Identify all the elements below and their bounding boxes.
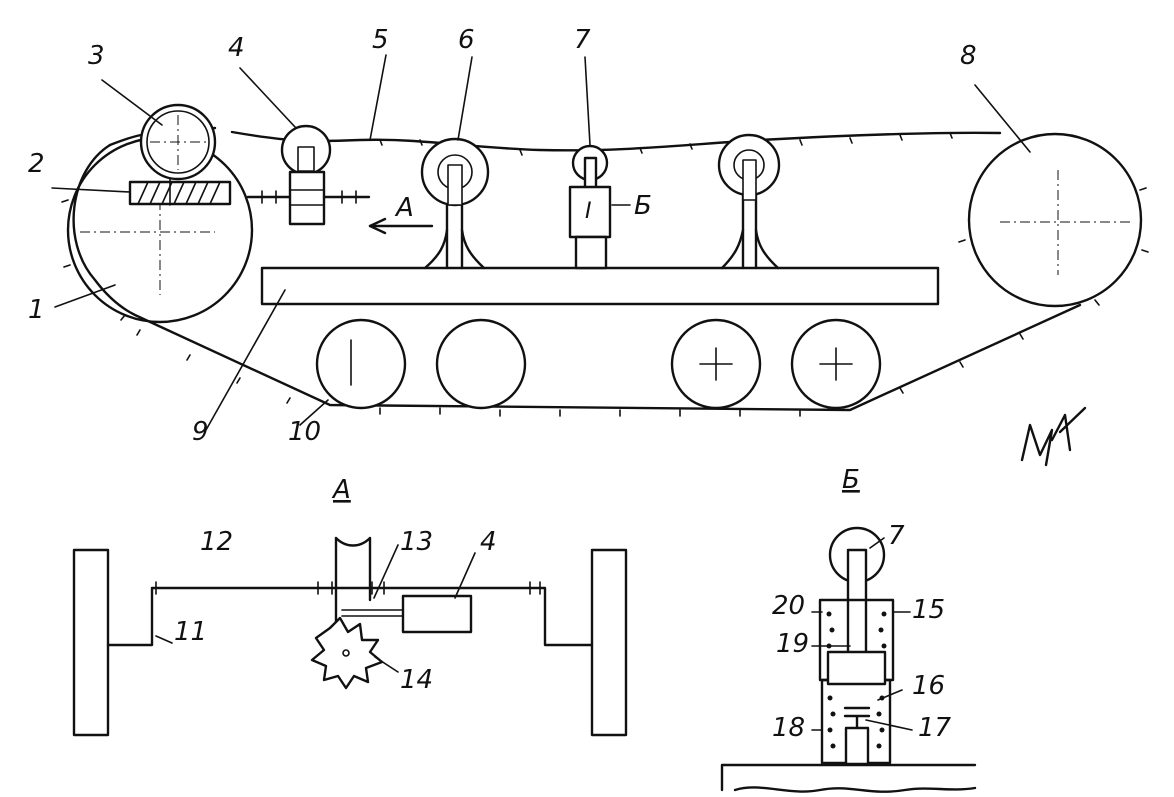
label-i-7: I <box>585 199 592 224</box>
view-a-left-wheel <box>72 548 110 737</box>
label-11: 11 <box>174 617 207 647</box>
label-14: 14 <box>400 665 433 695</box>
roller-right <box>717 133 781 270</box>
view-b-ground <box>720 763 977 793</box>
label-13: 13 <box>400 527 433 557</box>
gear-2 <box>128 180 232 206</box>
label-3: 3 <box>88 41 105 71</box>
view-b-title: Б <box>842 465 860 495</box>
label-b-arrow: Б <box>634 191 652 221</box>
view-b-piston <box>826 650 887 686</box>
main-side-view: 1 2 3 4 5 6 7 8 А Б I 9 10 <box>28 25 1149 467</box>
roller-7 <box>568 144 631 270</box>
track-teeth <box>61 132 1024 417</box>
view-a-axle-12 <box>106 586 594 647</box>
label-9: 9 <box>192 417 209 447</box>
label-8: 8 <box>960 41 977 71</box>
road-wheels <box>315 318 882 410</box>
view-a: А 11 12 13 4 14 <box>72 475 628 737</box>
label-6: 6 <box>458 25 475 55</box>
signature <box>1020 406 1087 467</box>
view-b-leaders <box>811 537 913 731</box>
roller-6 <box>420 137 490 270</box>
label-2: 2 <box>28 149 45 179</box>
label-12: 12 <box>200 527 233 557</box>
label-1: 1 <box>28 295 45 325</box>
view-a-motor-4 <box>401 594 473 634</box>
label-16: 16 <box>912 671 945 701</box>
frame-bar <box>260 266 940 306</box>
leader-lines <box>51 54 1031 431</box>
label-15: 15 <box>912 595 945 625</box>
view-a-gear-14 <box>310 616 384 690</box>
view-a-right-wheel <box>590 548 628 737</box>
view-a-leaders <box>155 544 476 673</box>
idler-wheel-8 <box>958 132 1149 308</box>
label-4b: 4 <box>480 527 497 557</box>
label-4: 4 <box>228 33 245 63</box>
label-a-arrow: А <box>394 193 414 223</box>
label-18: 18 <box>772 713 805 743</box>
view-a-title: А <box>331 475 351 505</box>
arrow-view-a <box>368 217 434 235</box>
label-20: 20 <box>772 591 805 621</box>
label-10: 10 <box>288 417 321 447</box>
label-7b: 7 <box>888 521 905 551</box>
label-17: 17 <box>918 713 952 743</box>
label-19: 19 <box>776 629 809 659</box>
view-b: Б 7 15 <box>720 465 977 793</box>
label-5: 5 <box>372 25 389 55</box>
view-b-rod <box>846 548 868 662</box>
label-7: 7 <box>574 25 591 55</box>
unit-4 <box>246 124 371 226</box>
